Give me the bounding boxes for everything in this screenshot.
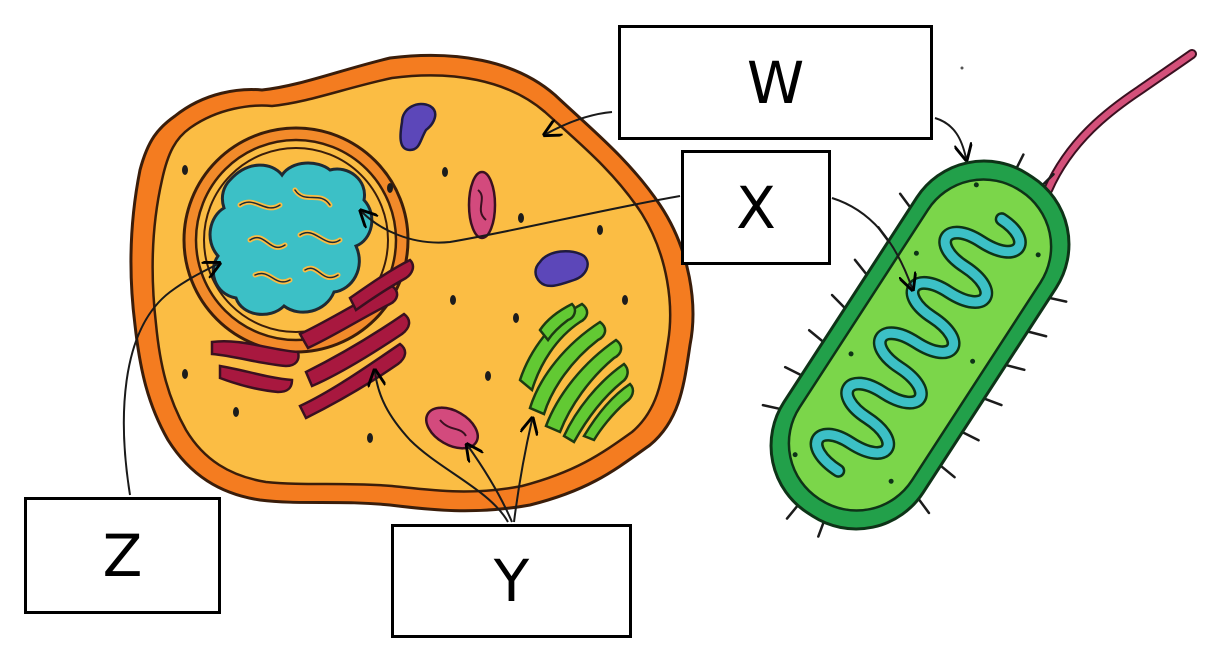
label-w-text: W [746,48,805,117]
arrow-x-right [831,197,912,288]
vacuole [534,249,589,288]
nucleus [182,126,410,354]
arrow-y-golgi [513,420,532,523]
label-box-x: X [681,150,831,265]
arrow-w-left [546,111,613,134]
stray-dot [960,66,964,70]
label-box-z: Z [24,497,221,614]
label-box-y: Y [391,524,632,638]
arrow-x-left [362,195,681,244]
arrow-y-er [375,372,509,523]
eukaryotic-cell-icon [129,53,695,513]
label-box-w: W [618,25,933,140]
ribosome-dots [182,165,628,443]
arrow-w-right [934,117,966,158]
arrow-z [122,264,218,496]
label-z-text: Z [102,521,143,590]
prokaryotic-cell-icon [761,49,1197,538]
flagellum [1043,49,1197,195]
arrow-y-organelle [468,446,513,523]
leader-lines [122,111,966,523]
endoplasmic-reticulum [210,258,415,420]
label-x-text: X [736,173,776,242]
golgi-apparatus [518,302,635,444]
label-y-text: Y [493,547,530,615]
vacuole [399,102,437,152]
